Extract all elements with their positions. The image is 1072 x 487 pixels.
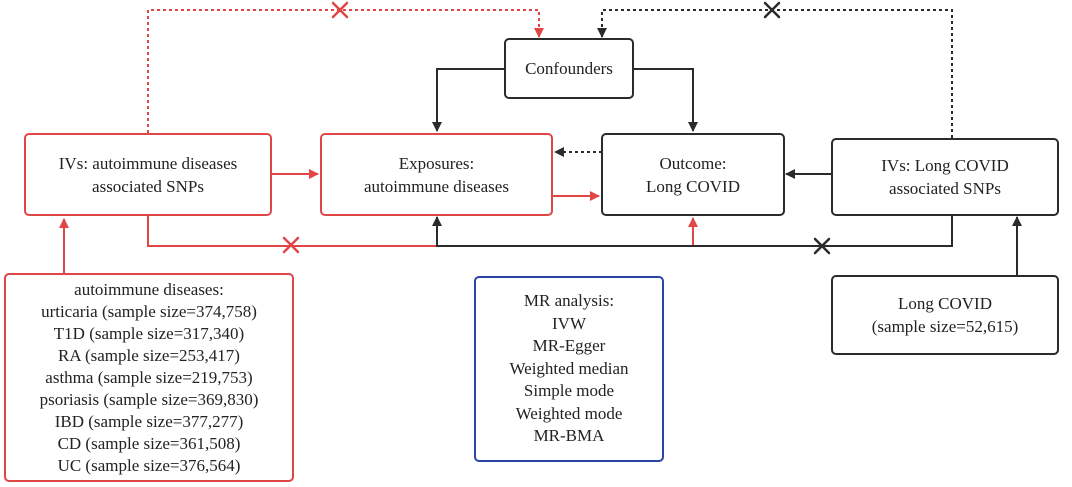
edge-ivs-long-covid-to-confounders xyxy=(597,9,953,138)
edge-ivs-autoimmune-to-outcome xyxy=(147,215,698,247)
node-label-line: RA (sample size=253,417) xyxy=(58,345,240,365)
node-label-line: Weighted median xyxy=(509,358,629,378)
node-label-line: urticaria (sample size=374,758) xyxy=(41,301,257,321)
ivs-long-covid-node: IVs: Long COVID associated SNPs xyxy=(831,138,1059,216)
x-mark-icon xyxy=(763,1,781,19)
x-mark-icon xyxy=(331,1,349,19)
node-label-line: Long COVID xyxy=(646,176,740,196)
mr-analysis-node: MR analysis: IVW MR-Egger Weighted media… xyxy=(474,276,664,462)
node-label-line: CD (sample size=361,508) xyxy=(57,433,241,453)
node-label-line: psoriasis (sample size=369,830) xyxy=(39,389,259,409)
edge-ivs-autoimmune-to-confounders xyxy=(147,9,544,133)
edge-confounders-to-outcome xyxy=(633,68,698,132)
node-label-line: (sample size=52,615) xyxy=(871,317,1019,336)
long-covid-source-node: Long COVID (sample size=52,615) xyxy=(831,275,1059,355)
node-label-line: associated SNPs xyxy=(92,176,204,196)
node-label-line: Outcome: xyxy=(659,153,727,173)
node-label-line: T1D (sample size=317,340) xyxy=(53,323,245,343)
node-label-line: UC (sample size=376,564) xyxy=(57,455,241,475)
autoimmune-sources-node: autoimmune diseases: urticaria (sample s… xyxy=(4,273,294,482)
node-label-line: Simple mode xyxy=(523,381,615,401)
node-label-line: asthma (sample size=219,753) xyxy=(45,367,253,387)
node-label-line: Weighted mode xyxy=(515,403,623,423)
node-label-line: IBD (sample size=377,277) xyxy=(54,411,244,431)
x-mark-icon xyxy=(282,236,300,254)
confounders-node: Confounders xyxy=(504,38,634,99)
node-label-line: IVs: autoimmune diseases xyxy=(58,153,238,173)
outcome-node: Outcome: Long COVID xyxy=(601,133,785,216)
edge-confounders-to-exposures xyxy=(432,68,505,132)
node-label-line: Long COVID xyxy=(898,294,992,313)
node-label-line: MR analysis: xyxy=(523,291,615,311)
edge-ivs-long-covid-to-exposures xyxy=(432,214,953,247)
x-mark-icon xyxy=(813,237,831,255)
node-label-line: MR-BMA xyxy=(533,426,605,446)
node-label-line: associated SNPs xyxy=(889,179,1001,198)
node-label-line: Confounders xyxy=(525,59,613,78)
node-label-line: autoimmune diseases xyxy=(364,176,509,196)
node-label-line: IVW xyxy=(552,313,586,333)
node-label-line: MR-Egger xyxy=(532,336,606,356)
node-label-line: Exposures: xyxy=(398,153,475,173)
ivs-autoimmune-node: IVs: autoimmune diseases associated SNPs xyxy=(24,133,272,216)
node-label-line: IVs: Long COVID xyxy=(881,156,1009,175)
node-label-line: autoimmune diseases: xyxy=(74,279,224,299)
exposures-node: Exposures: autoimmune diseases xyxy=(320,133,553,216)
